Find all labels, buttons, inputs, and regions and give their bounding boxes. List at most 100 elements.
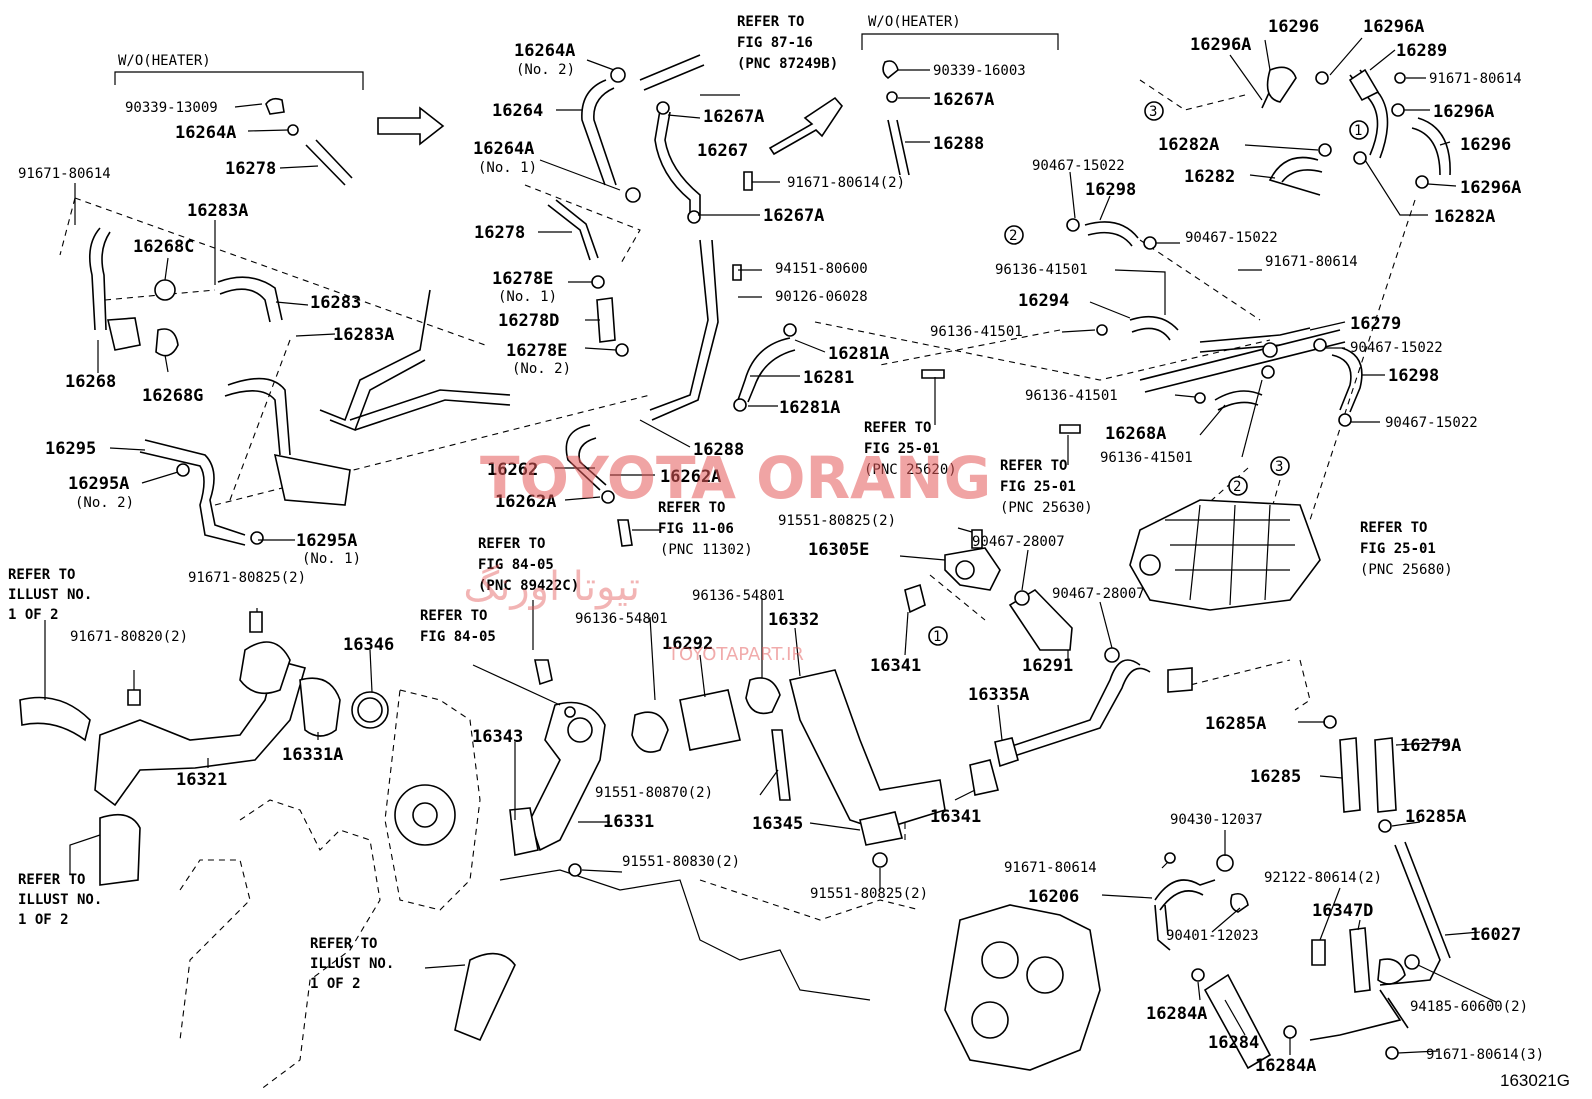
- lower-hose-shape: [19, 696, 91, 742]
- label-16298-b: 16298: [1388, 366, 1439, 386]
- label-16282a-1: 16282A: [1158, 135, 1219, 155]
- guide-line: [524, 184, 641, 266]
- label-94185-60600-2: 94185-60600(2): [1410, 999, 1528, 1015]
- label-16346: 16346: [343, 635, 394, 655]
- bolt-91551-80825-shape: [872, 852, 888, 868]
- label-16027: 16027: [1470, 925, 1521, 945]
- refer-illust-b-line2: ILLUST NO.: [18, 892, 102, 908]
- label-16278e-2: 16278E: [506, 341, 567, 361]
- part-16347d-gasket-shape: [1349, 927, 1371, 993]
- part-90467-clip-shape: [1066, 218, 1080, 232]
- part-16289-pipe-shape: [1349, 69, 1389, 159]
- bolt-91671-80614-shape: [1164, 852, 1176, 864]
- label-16332: 16332: [768, 610, 819, 630]
- refer-fig25-25680-line3: (PNC 25680): [1360, 562, 1453, 578]
- diagram-code: 163021G: [1500, 1071, 1570, 1090]
- guide-line: [929, 574, 986, 621]
- bolt-91551-80825-shape: [971, 529, 983, 549]
- part-16278d-shape: [596, 297, 616, 343]
- manifold-ribs: [1165, 504, 1295, 606]
- label-16268a: 16268A: [1105, 424, 1166, 444]
- guide-line: [1294, 659, 1311, 711]
- label-16341-b: 16341: [930, 807, 981, 827]
- label-16278d: 16278D: [498, 311, 559, 331]
- label-16296a-4: 16296A: [1460, 178, 1521, 198]
- label-91671-80614-2: 91671-80614(2): [787, 175, 905, 191]
- wo-heater-label-top: W/O(HEATER): [868, 14, 961, 30]
- bolt-91671-shape: [743, 171, 753, 191]
- callout-circle-1: [1349, 120, 1369, 140]
- label-16345: 16345: [752, 814, 803, 834]
- label-16292: 16292: [662, 634, 713, 654]
- part-16206-pipe-shape: [1154, 879, 1216, 911]
- callout-circle-1: [928, 626, 948, 646]
- part-16295-hose-shape: [139, 439, 246, 546]
- label-96136-41501-c: 96136-41501: [1025, 388, 1118, 404]
- callout-circle-3: [1270, 456, 1290, 476]
- intake-manifold: [1129, 499, 1321, 611]
- stud-92122-shape: [1311, 939, 1326, 966]
- part-16268g-shape: [155, 328, 179, 357]
- guide-line: [1139, 239, 1261, 321]
- engine-outline: [179, 859, 251, 1041]
- wo-heater-label-left: W/O(HEATER): [118, 53, 211, 69]
- label-90126-06028: 90126-06028: [775, 289, 868, 305]
- part-16279-pipe-shape: [1199, 327, 1311, 353]
- part-16296-elbow-shape: [1266, 66, 1297, 103]
- label-16331a: 16331A: [282, 745, 343, 765]
- gasket-90430-shape: [1216, 854, 1234, 872]
- label-16295a-b: 16295A: [296, 531, 357, 551]
- label-16262: 16262: [487, 460, 538, 480]
- callout-3-label: 3: [1149, 104, 1157, 120]
- refer-illust-a-line1: REFER TO: [8, 567, 75, 583]
- refer-fig84-line1: REFER TO: [420, 608, 487, 624]
- guide-line: [59, 197, 76, 256]
- manifold-port: [1139, 554, 1161, 576]
- refer-illust-b-line3: 1 OF 2: [18, 912, 69, 928]
- label-91551-80825-2b: 91551-80825(2): [810, 886, 928, 902]
- plug-90401-shape: [1230, 892, 1249, 913]
- label-96136-41501-b: 96136-41501: [930, 324, 1023, 340]
- watermark-persian: تیوتا اورنگ: [463, 564, 640, 610]
- label-16284: 16284: [1208, 1033, 1259, 1053]
- watermark-title: TOYOTA ORANG: [480, 444, 991, 512]
- label-16267a-top: 16267A: [703, 107, 764, 127]
- part-16279-pipe-shape: [1139, 329, 1346, 393]
- refer-fig25-25620-line2: FIG 25-01: [864, 441, 940, 457]
- label-16279: 16279: [1350, 314, 1401, 334]
- label-16264a-top: 16264A: [514, 41, 575, 61]
- refer-fig25-25620-line3: (PNC 25620): [864, 462, 957, 478]
- label-96136-41501-a: 96136-41501: [995, 262, 1088, 278]
- refer-fig25-25620-line1: REFER TO: [864, 420, 931, 436]
- label-90467-28007-a: 90467-28007: [972, 534, 1065, 550]
- nut-94185-shape: [1404, 954, 1420, 970]
- label-91671-80825-2: 91671-80825(2): [188, 570, 306, 586]
- part-16288-pipe-shape: [887, 119, 910, 176]
- part-16283-hose-shape: [217, 276, 283, 323]
- water-pump-hub: [412, 802, 438, 828]
- part-16279a-hose-shape: [1374, 737, 1397, 813]
- label-16335a: 16335A: [968, 685, 1029, 705]
- part-16335a-pipe-shape: [999, 659, 1151, 761]
- label-16278-mid: 16278: [474, 223, 525, 243]
- engine-outline: [699, 879, 921, 921]
- label-16281a-bottom: 16281A: [779, 398, 840, 418]
- part-90467-clip-shape: [1143, 236, 1157, 250]
- part-16285a-clamp-shape: [1323, 715, 1337, 729]
- callout-3-label: 3: [1275, 459, 1283, 475]
- heater-bracket-shape: [273, 453, 351, 506]
- label-94151-80600: 94151-80600: [775, 261, 868, 277]
- part-16345-gasket-shape: [859, 811, 903, 846]
- heater-pipe-shape: [349, 389, 511, 431]
- housing-bore: [1026, 956, 1064, 994]
- engine-outline: [239, 799, 381, 1091]
- part-16262a-clamp-shape: [601, 490, 615, 504]
- refer-fig11-line3: (PNC 11302): [660, 542, 753, 558]
- part-96136-clamp-shape: [745, 677, 781, 715]
- refer-fig84-89422c-line2: FIG 84-05: [478, 557, 554, 573]
- label-16288-mid: 16288: [693, 440, 744, 460]
- bolt-91671-80614-3-shape: [1385, 1046, 1399, 1060]
- part-16268a-shape: [1262, 342, 1278, 358]
- part-16341-gasket-shape: [969, 759, 999, 796]
- part-96136-clip-shape: [1261, 365, 1275, 379]
